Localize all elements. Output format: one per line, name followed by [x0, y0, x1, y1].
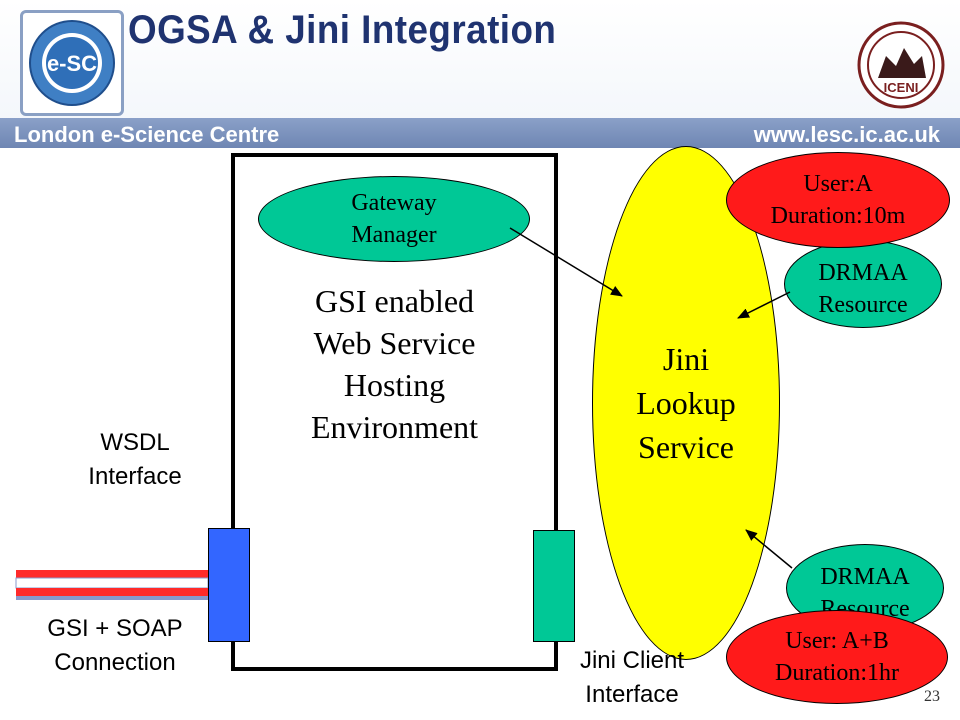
- gateway-manager: Gateway Manager: [258, 176, 530, 262]
- gateway-line-1: Gateway: [351, 190, 437, 216]
- jini-line-3: Service: [638, 429, 734, 465]
- drmaa-resource-top: DRMAA Resource: [784, 240, 942, 328]
- wsdl-interface-block: [208, 528, 250, 642]
- connection-stripe-red-2: [16, 588, 208, 596]
- user-top-line-2: Duration:10m: [770, 203, 906, 229]
- wsdl-line-1: WSDL: [100, 429, 170, 456]
- connection-stripe-white: [15, 577, 209, 589]
- band-url-link[interactable]: www.lesc.ic.ac.uk: [753, 122, 940, 147]
- drmaa-bottom-line-1: DRMAA: [820, 564, 910, 590]
- iceni-logo: ICENI: [856, 20, 946, 110]
- page-number: 23: [924, 688, 940, 705]
- connection-stripe-red-1: [16, 570, 208, 578]
- connection-stripe-blue: [16, 596, 208, 600]
- wsdl-line-2: Interface: [88, 463, 182, 490]
- header-band: [0, 118, 960, 148]
- jini-client-line-2: Interface: [585, 681, 679, 708]
- drmaa-bottom-to-jini-arrow: [745, 529, 793, 569]
- user-bottom-line-2: Duration:1hr: [775, 660, 899, 686]
- band-left-text: London e-Science Centre: [14, 122, 280, 147]
- gsi-line-2: Connection: [54, 649, 176, 676]
- lesc-logo: e-SC: [20, 10, 124, 116]
- drmaa-top-line-2: Resource: [818, 292, 908, 318]
- jini-line-1: Jini: [662, 341, 710, 377]
- hosting-line-4: Environment: [310, 409, 479, 445]
- drmaa-top-to-jini-arrow: [737, 291, 791, 319]
- lesc-logo-text: e-SC: [47, 51, 97, 76]
- hosting-environment-label: GSI enabled Web Service Hosting Environm…: [231, 280, 558, 448]
- user-bottom-line-1: User: A+B: [785, 628, 889, 654]
- user-ab-ticket: User: A+B Duration:1hr: [726, 610, 948, 704]
- slide-header: [0, 0, 960, 118]
- iceni-logo-text: ICENI: [884, 80, 919, 95]
- jini-client-line-1: Jini Client: [579, 647, 685, 674]
- jini-client-interface-block: [533, 530, 575, 642]
- hosting-line-3: Hosting: [343, 367, 446, 403]
- slide-title: OGSA & Jini Integration: [128, 8, 557, 52]
- user-top-line-1: User:A: [803, 171, 873, 197]
- jini-lookup-service: Jini Lookup Service: [592, 146, 780, 660]
- wsdl-interface-label: WSDL Interface: [60, 426, 210, 494]
- gateway-to-jini-arrow: [509, 227, 623, 297]
- jini-client-label: Jini Client Interface: [556, 644, 708, 712]
- gsi-line-1: GSI + SOAP: [47, 615, 183, 642]
- gateway-line-2: Manager: [351, 222, 437, 248]
- hosting-line-2: Web Service: [313, 325, 476, 361]
- drmaa-top-line-1: DRMAA: [818, 260, 908, 286]
- hosting-line-1: GSI enabled: [314, 283, 475, 319]
- jini-line-2: Lookup: [636, 385, 736, 421]
- gsi-soap-label: GSI + SOAP Connection: [20, 612, 210, 680]
- user-a-ticket: User:A Duration:10m: [726, 152, 950, 248]
